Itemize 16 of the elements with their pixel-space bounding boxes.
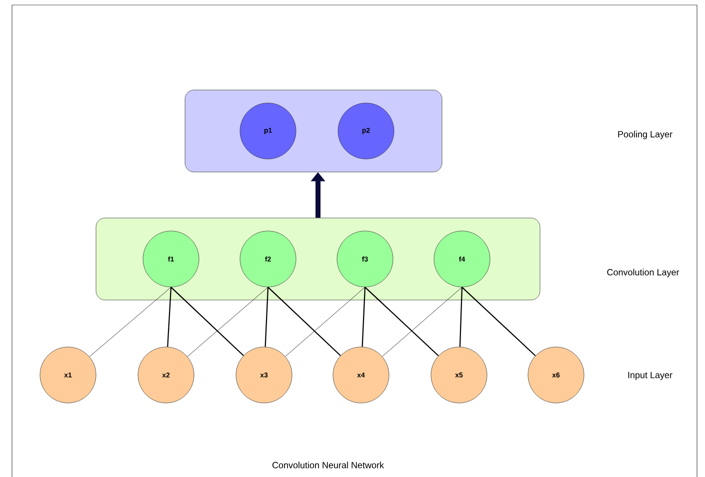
- connection-line: [285, 286, 366, 357]
- connection-line: [268, 286, 341, 356]
- layer-label: Pooling Layer: [618, 130, 672, 140]
- connection-line: [89, 286, 172, 357]
- connection-line: [187, 286, 268, 357]
- connection-line: [382, 286, 462, 357]
- connection-line: [264, 287, 269, 347]
- caption: Convolution Neural Network: [272, 462, 384, 468]
- connection-line: [364, 286, 439, 356]
- layer-label: Convolution Layer: [607, 268, 680, 278]
- connection-line: [167, 287, 172, 347]
- connection-line: [170, 286, 244, 356]
- connection-line: [459, 287, 463, 347]
- connection-line: [362, 287, 366, 347]
- connection-line: [462, 286, 536, 356]
- layer-label: Input Layer: [628, 372, 672, 380]
